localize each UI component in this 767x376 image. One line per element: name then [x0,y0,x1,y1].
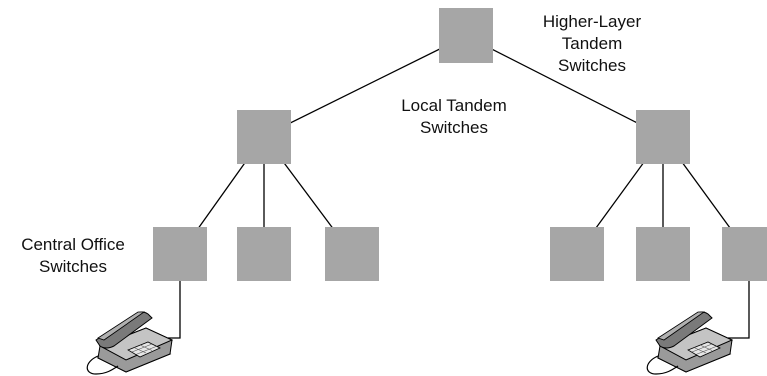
telephone-right-icon [646,311,733,375]
central-office-switch-2-icon [237,227,291,281]
central-office-switch-6-icon [722,227,767,281]
telephone-left-icon [86,311,173,375]
label-line: Switches [419,118,489,137]
label-line: Switches [38,257,108,276]
higher-layer-tandem-switches-label: Higher-Layer Tandem Switches [528,11,656,77]
phone-line-right [728,270,750,339]
central-office-switch-5-icon [636,227,690,281]
higher-layer-tandem-switch-icon [439,8,493,63]
link-top-to-local-right [465,35,664,137]
switches [153,8,767,281]
label-line: Local Tandem [401,96,507,115]
label-line: Higher-Layer [542,12,642,31]
connection-lines [168,35,750,339]
central-office-switch-1-icon [153,227,207,281]
central-office-switches-label: Central Office Switches [2,234,144,278]
local-tandem-switch-left-icon [237,110,291,164]
local-tandem-switches-label: Local Tandem Switches [392,95,516,139]
central-office-switch-4-icon [550,227,604,281]
local-tandem-switch-right-icon [636,110,690,164]
phone-line-left [168,270,181,339]
label-line: Tandem [561,34,623,53]
label-line: Switches [557,56,627,75]
central-office-switch-3-icon [325,227,379,281]
label-line: Central Office [21,235,125,254]
link-top-to-local-left [263,35,467,137]
